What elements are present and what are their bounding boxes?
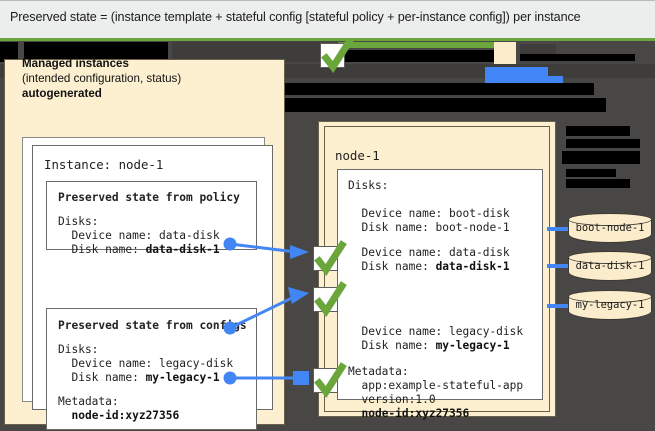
policy-line-1: Device name: data-disk — [58, 229, 220, 242]
redacted-strip — [0, 42, 18, 62]
live-metadata-node-id: node-id:xyz27356 — [361, 407, 470, 420]
redacted-strip — [566, 169, 616, 177]
configs-disk-name: my-legacy-1 — [145, 371, 220, 384]
heading-line-3: autogenerated — [22, 87, 102, 100]
redacted-strip — [520, 54, 635, 61]
configs-metadata-label: Metadata: — [58, 395, 119, 408]
data-disk-value: data-disk-1 — [435, 260, 510, 273]
disk-label: data-disk-1 — [575, 260, 645, 272]
redacted-strip — [172, 42, 320, 62]
heading-line-1: Managed instances — [22, 57, 129, 70]
check-badge-cropped — [320, 38, 354, 74]
disk-top — [568, 290, 652, 303]
live-disk-entry-legacy: Device name: legacy-disk Disk name: my-l… — [348, 325, 523, 353]
legacy-device-line: Device name: legacy-disk — [348, 325, 524, 338]
legacy-disk-value: my-legacy-1 — [435, 339, 510, 352]
disk-top — [568, 251, 652, 264]
preserved-state-policy-box — [46, 181, 257, 250]
connector-metadata-to-node-id — [223, 371, 309, 385]
policy-line-0: Disks: — [58, 215, 99, 228]
data-disk-line: Disk name: — [348, 260, 436, 273]
blue-highlight — [485, 67, 548, 76]
connector-configs-to-legacy-disk — [223, 287, 309, 335]
disk-cylinder-data-disk-1: data-disk-1 — [568, 251, 652, 283]
configs-box-body: Disks: Device name: legacy-disk Disk nam… — [58, 343, 233, 385]
preserved-state-configs-box — [46, 308, 257, 430]
configs-line-0: Disks: — [58, 343, 99, 356]
live-instance-title: node-1 — [335, 148, 380, 163]
configs-metadata: Metadata: node-id:xyz27356 — [58, 395, 179, 423]
disk-label: my-legacy-1 — [575, 299, 645, 311]
live-metadata-label: Metadata: — [348, 365, 409, 378]
blue-highlight — [485, 76, 563, 83]
policy-box-title: Preserved state from policy — [58, 191, 240, 204]
boot-disk-line: Disk name: boot-node-1 — [348, 221, 510, 234]
redacted-strip — [566, 139, 640, 148]
caption-bar: Preserved state = (instance template + s… — [0, 0, 655, 38]
connector-policy-to-data-disk — [223, 237, 309, 259]
check-badge-node-id — [313, 362, 347, 399]
live-instance-body-box — [337, 169, 543, 400]
check-badge-data-disk — [313, 240, 347, 277]
diagram-canvas: Managed instances (intended configuratio… — [0, 38, 655, 431]
disk-cylinder-my-legacy-1: my-legacy-1 — [568, 290, 652, 322]
policy-line-2: Disk name: — [58, 243, 146, 256]
cream-chip — [494, 42, 516, 64]
disk-cylinder-boot-node-1: boot-node-1 — [568, 213, 652, 245]
data-device-line: Device name: data-disk — [348, 246, 510, 259]
redacted-strip — [566, 126, 630, 136]
connector-layer — [223, 227, 568, 385]
redacted-strip — [566, 179, 630, 188]
configs-line-2: Disk name: — [58, 371, 146, 384]
policy-disk-name: data-disk-1 — [145, 243, 220, 256]
live-disk-entry-data: Device name: data-disk Disk name: data-d… — [348, 246, 510, 274]
check-badge-legacy-disk — [313, 281, 347, 318]
boot-device-line: Device name: boot-disk — [348, 207, 510, 220]
live-metadata-line-0: app:example-stateful-app — [348, 379, 524, 392]
live-disk-entry-boot: Device name: boot-disk Disk name: boot-n… — [348, 207, 510, 235]
green-accent-bar — [338, 42, 510, 48]
redacted-strip — [562, 151, 640, 164]
redacted-strip — [336, 50, 494, 62]
instance-card-title: Instance: node-1 — [44, 157, 164, 172]
redacted-strip — [24, 42, 168, 62]
live-disks-label: Disks: — [348, 179, 389, 192]
configs-line-1: Device name: legacy-disk — [58, 357, 234, 370]
configs-metadata-value: node-id:xyz27356 — [71, 409, 180, 422]
disk-top — [568, 213, 652, 226]
top-green-rule — [0, 38, 655, 41]
disk-label: boot-node-1 — [575, 222, 645, 234]
live-metadata-line-1: version:1.0 — [348, 393, 436, 406]
redacted-strip — [520, 44, 556, 54]
live-metadata-block: Metadata: app:example-stateful-app versi… — [348, 365, 523, 421]
managed-instances-heading: Managed instances (intended configuratio… — [22, 56, 272, 101]
heading-line-2: (intended configuration, status) — [22, 72, 182, 85]
legacy-disk-line: Disk name: — [348, 339, 436, 352]
caption-text: Preserved state = (instance template + s… — [10, 10, 581, 24]
policy-box-body: Disks: Device name: data-disk Disk name:… — [58, 215, 220, 257]
